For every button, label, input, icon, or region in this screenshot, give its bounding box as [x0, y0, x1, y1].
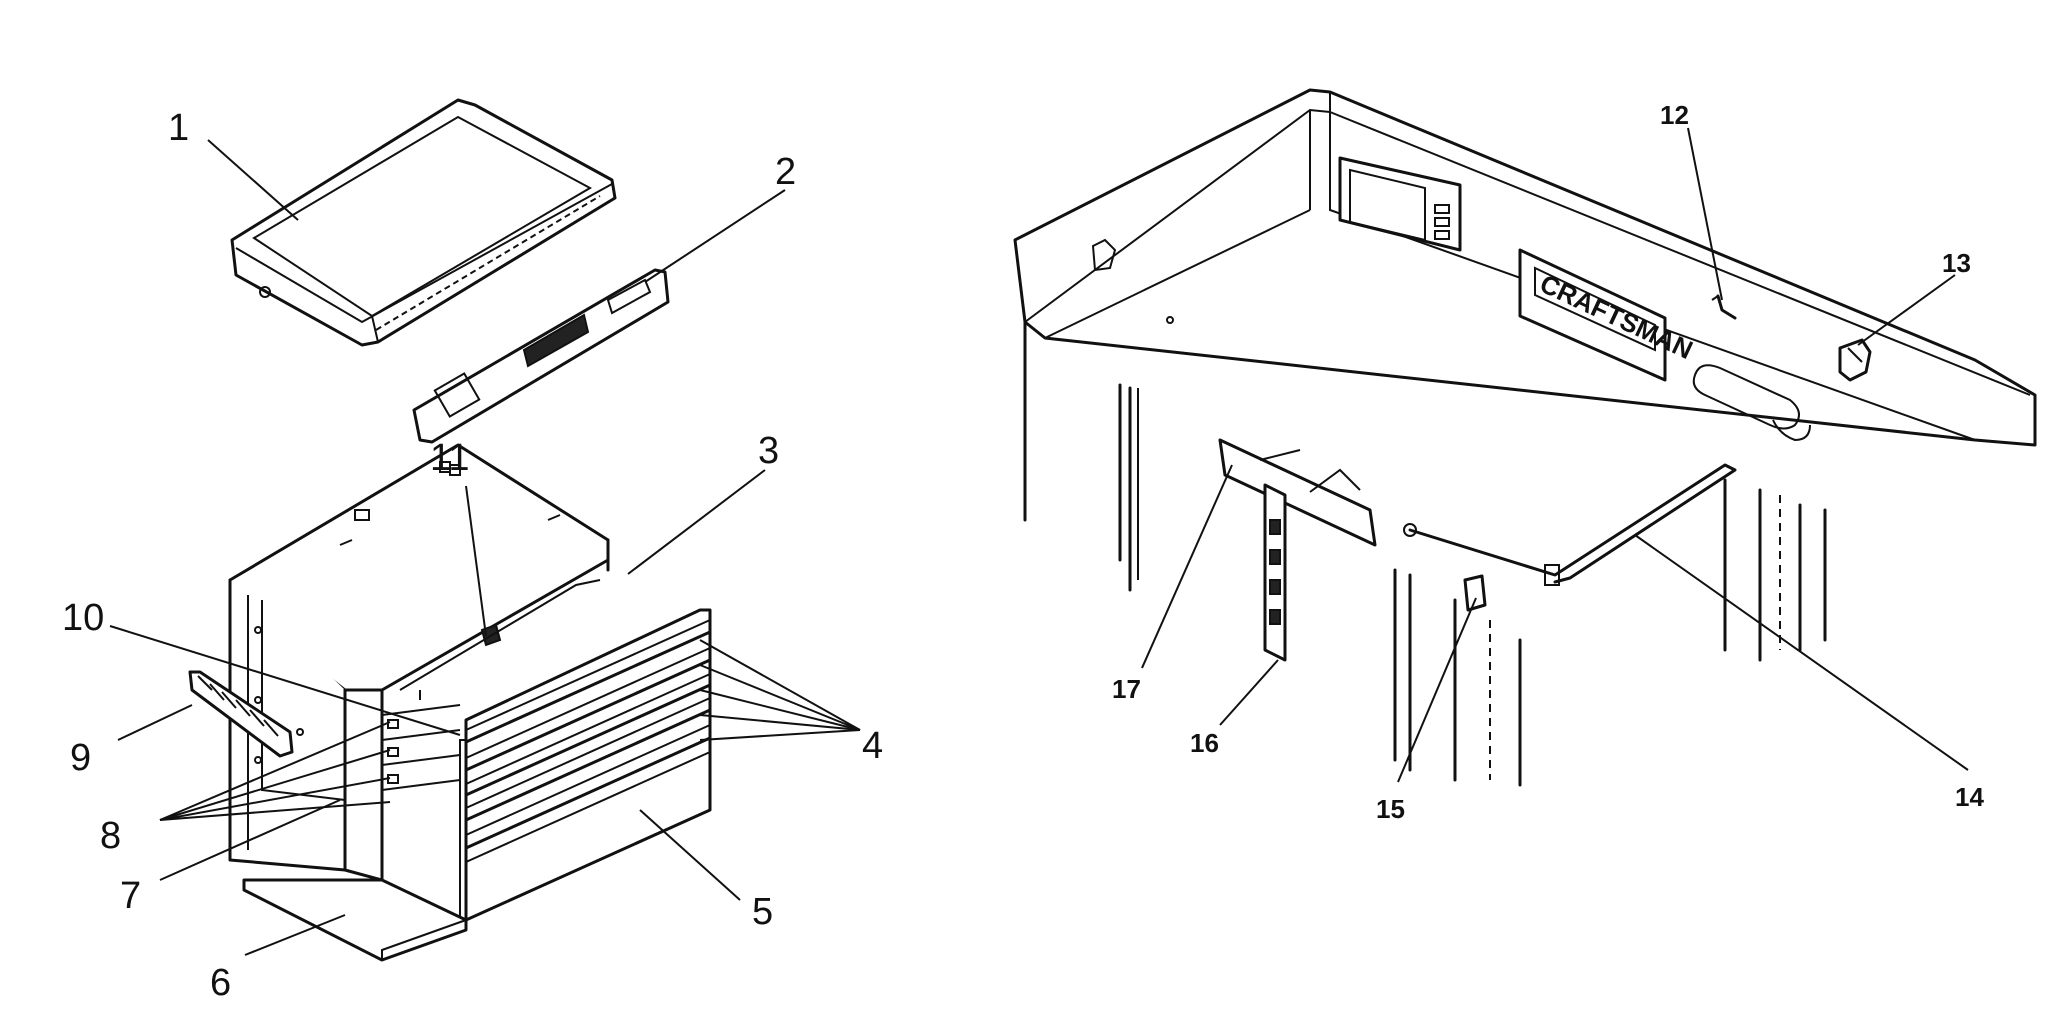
retaining-pin: [1711, 294, 1737, 320]
callout-15: 15: [1376, 794, 1405, 824]
callout-8: 8: [100, 815, 121, 857]
lid-cover: [230, 98, 617, 347]
callout-4: 4: [862, 725, 883, 767]
callout-7: 7: [120, 875, 141, 917]
callout-1: 1: [168, 107, 189, 149]
callout-5: 5: [752, 891, 773, 933]
side-handle: [188, 670, 294, 758]
callout-12: 12: [1660, 100, 1689, 130]
callout-11: 11: [430, 437, 469, 479]
control-panel: [1338, 156, 1462, 252]
drawer-stack: [459, 608, 712, 922]
leader-lines-right: [1141, 127, 1969, 783]
handle-slot: [1692, 364, 1811, 442]
callout-17: 17: [1112, 674, 1141, 704]
tool-chest-assembly: [109, 98, 861, 962]
side-bracket: [1218, 438, 1377, 547]
callout-13: 13: [1942, 248, 1971, 278]
front-trim-strip: [412, 268, 670, 444]
callout-14: 14: [1955, 782, 1984, 812]
callout-3: 3: [758, 430, 779, 472]
callout-2: 2: [775, 151, 796, 193]
callout-16: 16: [1190, 728, 1219, 758]
rod-clip: [1463, 574, 1487, 612]
base-plate: [242, 878, 468, 962]
callout-labels: 1 2 3 4 5 6 7 8 9 10 11 12 13 14 15 16 1…: [62, 100, 1984, 1004]
caster-knob: [1838, 338, 1872, 382]
cart-frame: [1023, 320, 1827, 787]
drawer-slides: [381, 704, 461, 791]
leader-lines-left: [109, 139, 861, 956]
callout-10: 10: [62, 597, 104, 639]
callout-6: 6: [210, 962, 231, 1004]
cart-top-assembly: CRAFTSMAN: [1013, 88, 2037, 787]
callout-9: 9: [70, 737, 91, 779]
slotted-rail: [1263, 483, 1287, 662]
support-rod: [1403, 463, 1737, 586]
